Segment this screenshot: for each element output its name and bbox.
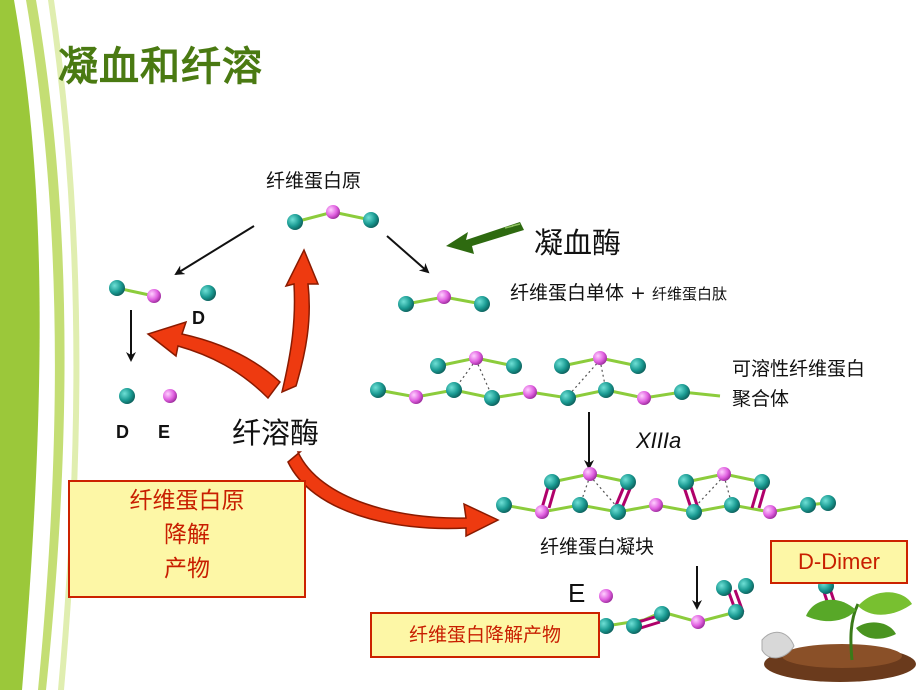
d-dimer-box: D-Dimer bbox=[770, 540, 908, 584]
plasmin-arrow-to-fibrinogen bbox=[280, 248, 320, 394]
arrow-fibrinogen-to-fragment bbox=[174, 225, 255, 276]
plasmin-arrows bbox=[146, 248, 500, 538]
label-soluble-polymer-1: 可溶性纤维蛋白 bbox=[732, 358, 866, 380]
label-fibrin-monomer: 纤维蛋白单体 + 纤维蛋白肽 bbox=[510, 278, 727, 305]
arrow-fibrinogen-to-monomer bbox=[386, 235, 430, 274]
fdp-line-1: 纤维蛋白原 bbox=[129, 488, 245, 514]
plasmin-arrow-to-clot bbox=[287, 451, 500, 538]
process-arrows bbox=[126, 225, 702, 610]
label-fibrinopeptide: 纤维蛋白肽 bbox=[652, 285, 728, 303]
fragments-d-and-e bbox=[119, 388, 177, 404]
fdp-line-2: 降解 bbox=[164, 522, 210, 548]
fibrinogen-molecule bbox=[287, 205, 379, 230]
sprout-illustration bbox=[761, 592, 916, 682]
label-xiiia: XIIIa bbox=[636, 428, 682, 453]
label-fibrinogen: 纤维蛋白原 bbox=[266, 170, 362, 192]
label-d-lower: D bbox=[116, 422, 129, 442]
label-monomer: 纤维蛋白单体 + bbox=[510, 282, 652, 304]
fibrin-clot bbox=[496, 467, 836, 520]
label-fibrin-clot: 纤维蛋白凝块 bbox=[540, 536, 655, 558]
fibrinogen-degradation-products-box: 纤维蛋白原 降解 产物 bbox=[68, 480, 306, 598]
soluble-fibrin-polymer bbox=[370, 351, 721, 406]
label-e-lower: E bbox=[158, 422, 171, 442]
fibrin-monomer bbox=[398, 290, 490, 312]
fragment-de-d bbox=[109, 280, 216, 303]
label-soluble-polymer-2: 聚合体 bbox=[732, 388, 790, 410]
fdp-line-3: 产物 bbox=[164, 556, 210, 582]
label-plasmin: 纤溶酶 bbox=[232, 416, 320, 450]
thrombin-arrow bbox=[446, 222, 524, 254]
fibrin-degradation-products-box: 纤维蛋白降解产物 bbox=[370, 612, 600, 658]
page-title: 凝血和纤溶 bbox=[58, 44, 263, 90]
label-d-upper: D bbox=[192, 308, 205, 328]
plasmin-arrow-to-fragment bbox=[146, 320, 282, 400]
fibrin-degradation-product bbox=[598, 578, 754, 634]
label-e-big: E bbox=[568, 578, 586, 608]
label-thrombin: 凝血酶 bbox=[534, 226, 622, 260]
